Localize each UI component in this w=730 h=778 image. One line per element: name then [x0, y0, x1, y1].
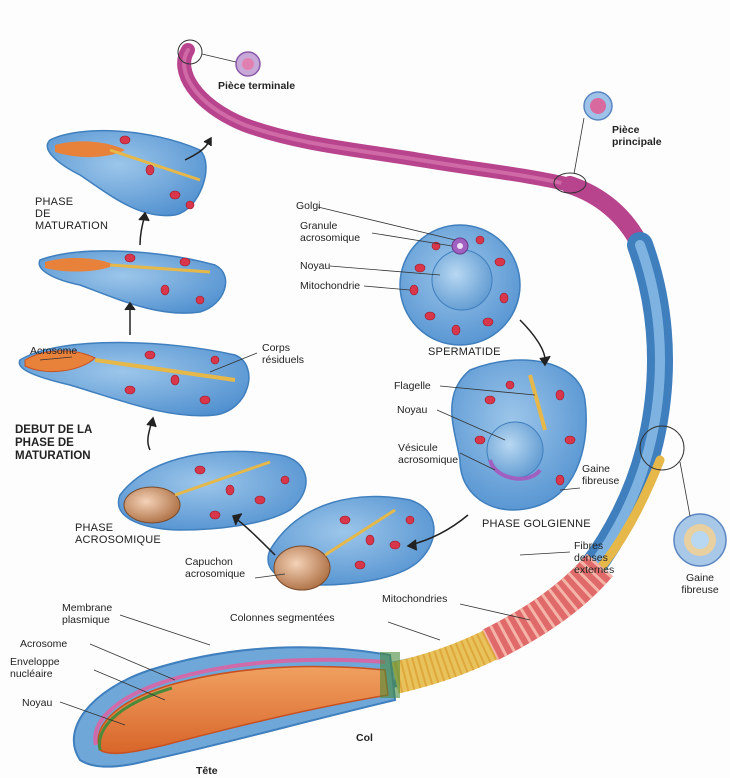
- flagellum-tail: [178, 40, 684, 680]
- sperm-head: [74, 647, 400, 766]
- label-col: Col: [356, 732, 373, 744]
- label-corps-residuels: Corps résiduels: [262, 342, 304, 366]
- label-noyau-golgi: Noyau: [397, 404, 427, 416]
- label-colonnes-segmentees: Colonnes segmentées: [230, 612, 334, 624]
- golgi-phase-cell: [452, 360, 586, 510]
- label-golgi: Golgi: [296, 200, 321, 212]
- label-phase-acrosomique: PHASE ACROSOMIQUE: [75, 522, 161, 546]
- label-acrosome-top: Acrosome: [30, 345, 77, 357]
- label-mitochondrie: Mitochondrie: [300, 280, 360, 292]
- label-mitochondries: Mitochondries: [382, 593, 447, 605]
- cross-section-terminal: [236, 52, 260, 76]
- label-phase-golgienne: PHASE GOLGIENNE: [482, 518, 591, 530]
- label-debut-phase-maturation: DEBUT DE LA PHASE DE MATURATION: [15, 424, 92, 463]
- label-piece-terminale: Pièce terminale: [218, 80, 295, 92]
- label-spermatide: SPERMATIDE: [428, 346, 501, 358]
- label-tete: Tête: [196, 765, 218, 777]
- label-noyau-spermatide: Noyau: [300, 260, 330, 272]
- capuchon-cell: [268, 497, 434, 590]
- cross-section-principal: [584, 92, 612, 120]
- maturation-cell-2: [39, 251, 225, 313]
- spermatid-cell: [400, 225, 520, 345]
- label-vesicule-acrosomique: Vésicule acrosomique: [398, 442, 458, 466]
- label-granule-acrosomique: Granule acrosomique: [300, 220, 360, 244]
- label-membrane-plasmique: Membrane plasmique: [62, 602, 112, 626]
- label-noyau-tete: Noyau: [22, 697, 52, 709]
- acrosomal-phase-cell: [118, 451, 306, 530]
- label-fibres-denses-externes: Fibres denses externes: [574, 540, 614, 576]
- label-gaine-fibreuse-2: Gaine fibreuse: [670, 572, 730, 596]
- label-capuchon-acrosomique: Capuchon acrosomique: [185, 556, 245, 580]
- label-acrosome-bottom: Acrosome: [20, 638, 67, 650]
- label-gaine-fibreuse-1: Gaine fibreuse: [582, 463, 619, 487]
- label-flagelle: Flagelle: [394, 380, 431, 392]
- cross-section-fibrous: [674, 514, 726, 566]
- label-enveloppe-nucleaire: Enveloppe nucléaire: [10, 656, 60, 680]
- label-piece-principale: Pièce principale: [612, 124, 662, 148]
- label-phase-maturation: PHASE DE MATURATION: [35, 196, 108, 232]
